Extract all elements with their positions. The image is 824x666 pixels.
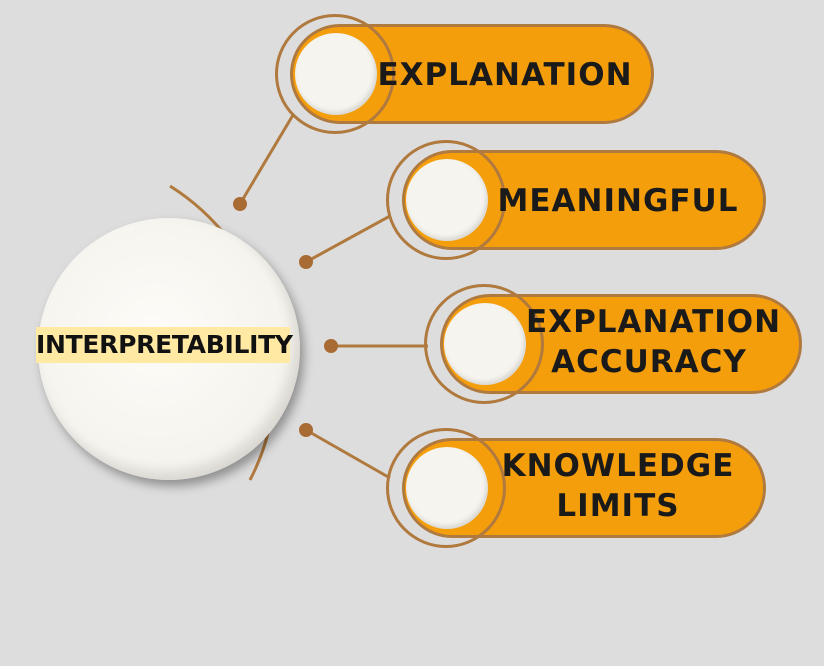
branch-1-ring bbox=[275, 14, 395, 134]
connector-node-4 bbox=[299, 423, 313, 437]
branch-4-label-line-1: KNOWLEDGE bbox=[501, 448, 735, 484]
branch-1-label: EXPLANATION bbox=[377, 57, 633, 93]
branch-3-label-line-1: EXPLANATION bbox=[526, 304, 782, 340]
branch-1-knob bbox=[295, 33, 377, 115]
branch-3-knob bbox=[444, 303, 526, 385]
connector-branch-2 bbox=[305, 214, 391, 264]
branch-2-ring bbox=[386, 140, 506, 260]
connector-branch-1 bbox=[238, 114, 295, 205]
center-label: INTERPRETABILITY bbox=[36, 327, 293, 363]
connector-node-2 bbox=[299, 255, 313, 269]
branch-3-ring bbox=[424, 284, 544, 404]
branch-2-label: MEANINGFUL bbox=[497, 183, 739, 219]
branch-4-label-line-2: LIMITS bbox=[556, 488, 680, 524]
branch-2-knob bbox=[406, 159, 488, 241]
connector-node-1 bbox=[233, 197, 247, 211]
branch-3-label-line-2: ACCURACY bbox=[551, 344, 747, 380]
connector-node-3 bbox=[324, 339, 338, 353]
branch-4-ring bbox=[386, 428, 506, 548]
connector-branch-4 bbox=[305, 428, 391, 480]
branch-4-knob bbox=[406, 447, 488, 529]
